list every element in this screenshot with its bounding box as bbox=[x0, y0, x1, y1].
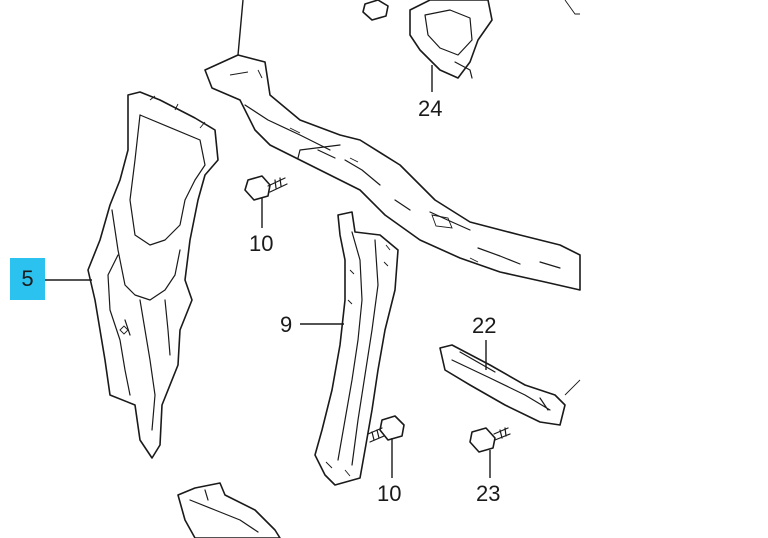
label-part-23[interactable]: 23 bbox=[476, 481, 500, 506]
lower-crossmember-partial[interactable] bbox=[177, 482, 281, 538]
lower-bracket-part-22[interactable] bbox=[439, 344, 581, 426]
side-panel-part-5[interactable] bbox=[87, 91, 219, 459]
label-part-22[interactable]: 22 bbox=[472, 313, 496, 338]
bolt-10-lower[interactable] bbox=[367, 415, 405, 443]
label-part-5[interactable]: 5 bbox=[21, 266, 34, 291]
bolt-23[interactable] bbox=[469, 427, 511, 453]
selected-part-highlight[interactable] bbox=[10, 258, 45, 300]
label-part-10-lower[interactable]: 10 bbox=[377, 481, 401, 506]
label-part-9[interactable]: 9 bbox=[280, 312, 292, 337]
label-part-24[interactable]: 24 bbox=[418, 96, 442, 121]
hood-lock-brace-part-9[interactable] bbox=[314, 211, 399, 486]
bolt-10-upper[interactable] bbox=[244, 175, 288, 201]
hood-latch-part-24[interactable] bbox=[409, 0, 580, 79]
leader-lines bbox=[45, 0, 491, 478]
bolt-top[interactable] bbox=[362, 0, 389, 21]
upper-support-member[interactable] bbox=[204, 54, 581, 291]
label-part-10-upper[interactable]: 10 bbox=[249, 231, 273, 256]
